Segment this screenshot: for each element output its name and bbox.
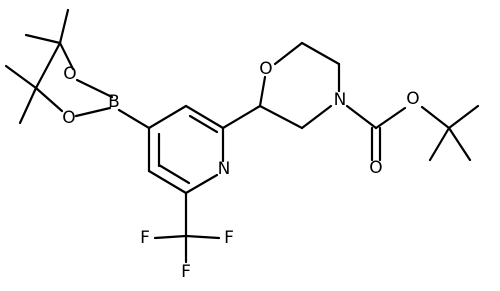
bond xyxy=(447,104,480,130)
bond xyxy=(345,104,378,130)
bond xyxy=(273,41,304,66)
atom-oxygen: O xyxy=(63,64,76,84)
atom-oxygen: O xyxy=(369,158,382,178)
bond xyxy=(147,104,188,130)
bond xyxy=(221,104,262,130)
atom-oxygen: O xyxy=(62,108,75,128)
bond xyxy=(184,234,221,240)
bond xyxy=(153,234,188,240)
bond xyxy=(420,105,451,130)
bond xyxy=(58,41,75,71)
bond xyxy=(374,106,407,130)
bond xyxy=(188,114,219,134)
atom-labels: B O O N F F F O N O O xyxy=(62,59,419,282)
bond xyxy=(258,104,304,130)
bond xyxy=(117,108,151,130)
bond xyxy=(147,169,188,195)
bond xyxy=(24,33,62,45)
atom-nitrogen: N xyxy=(334,90,347,110)
atom-oxygen: O xyxy=(406,89,419,109)
bond xyxy=(258,75,267,108)
bond xyxy=(4,64,38,90)
bond xyxy=(428,126,451,162)
atom-nitrogen: N xyxy=(218,159,231,179)
bond xyxy=(34,86,64,113)
atom-boron: B xyxy=(108,92,120,112)
bond xyxy=(18,86,38,125)
bond xyxy=(34,41,62,90)
bond xyxy=(157,163,191,185)
atom-fluorine: F xyxy=(224,228,234,248)
bond xyxy=(74,106,112,118)
bond xyxy=(75,78,114,99)
bond xyxy=(300,104,333,130)
bond xyxy=(58,8,70,45)
atom-fluorine: F xyxy=(140,228,150,248)
atom-oxygen: O xyxy=(259,59,272,79)
bonds xyxy=(4,8,480,264)
atom-fluorine: F xyxy=(181,262,191,282)
bond xyxy=(184,104,225,130)
bond xyxy=(300,41,341,66)
bond xyxy=(447,126,472,162)
bond xyxy=(184,173,219,195)
